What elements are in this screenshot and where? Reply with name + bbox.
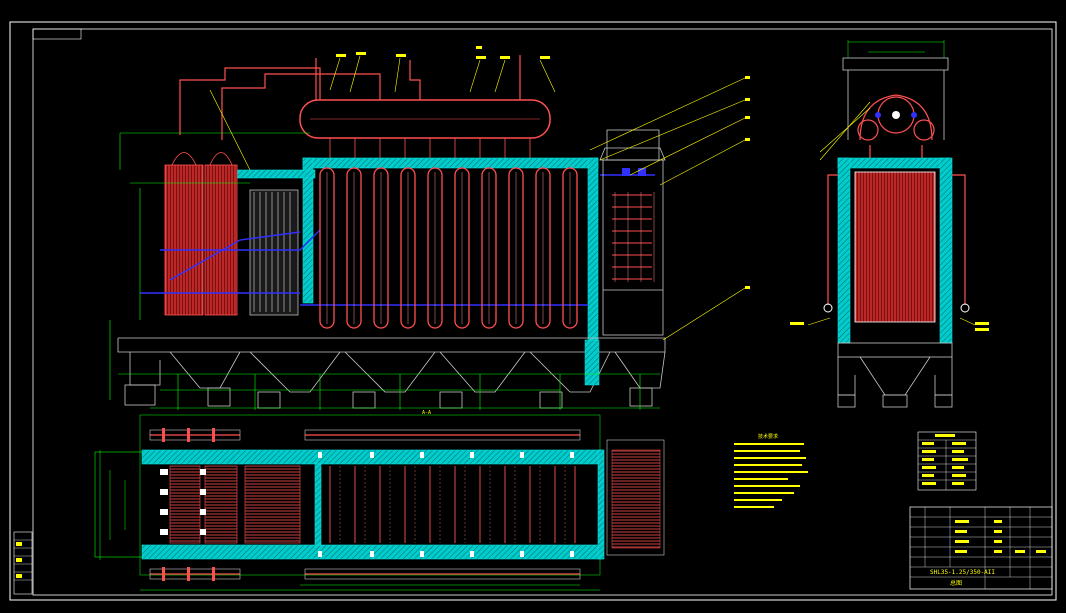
title-block: SHL35-1.25/350-AII 总图 bbox=[909, 506, 1053, 590]
technical-notes: 技术要求 bbox=[734, 433, 808, 508]
leader-lines bbox=[209, 77, 746, 341]
boiler-tube-loops bbox=[319, 167, 578, 329]
notes-title: 技术要求 bbox=[758, 433, 778, 440]
section-label: A-A bbox=[422, 410, 431, 416]
superheater-bank bbox=[164, 152, 299, 316]
parameter-table bbox=[917, 431, 977, 491]
title-block-name: 总图 bbox=[950, 579, 962, 587]
title-block-code: SHL35-1.25/350-AII bbox=[930, 569, 995, 576]
economizer-column bbox=[599, 129, 666, 336]
furnace-base-hoppers bbox=[117, 337, 666, 409]
side-tube-panel bbox=[854, 171, 936, 323]
sheet-frame bbox=[9, 21, 1057, 601]
leader-tags bbox=[745, 76, 750, 289]
front-elevation-view bbox=[109, 46, 750, 410]
side-elevation-view bbox=[790, 40, 989, 408]
plan-tube-bank bbox=[169, 465, 201, 544]
dimension-lines bbox=[109, 132, 660, 410]
margin-tab-strip bbox=[13, 531, 33, 595]
plan-view: A-A bbox=[94, 410, 665, 591]
